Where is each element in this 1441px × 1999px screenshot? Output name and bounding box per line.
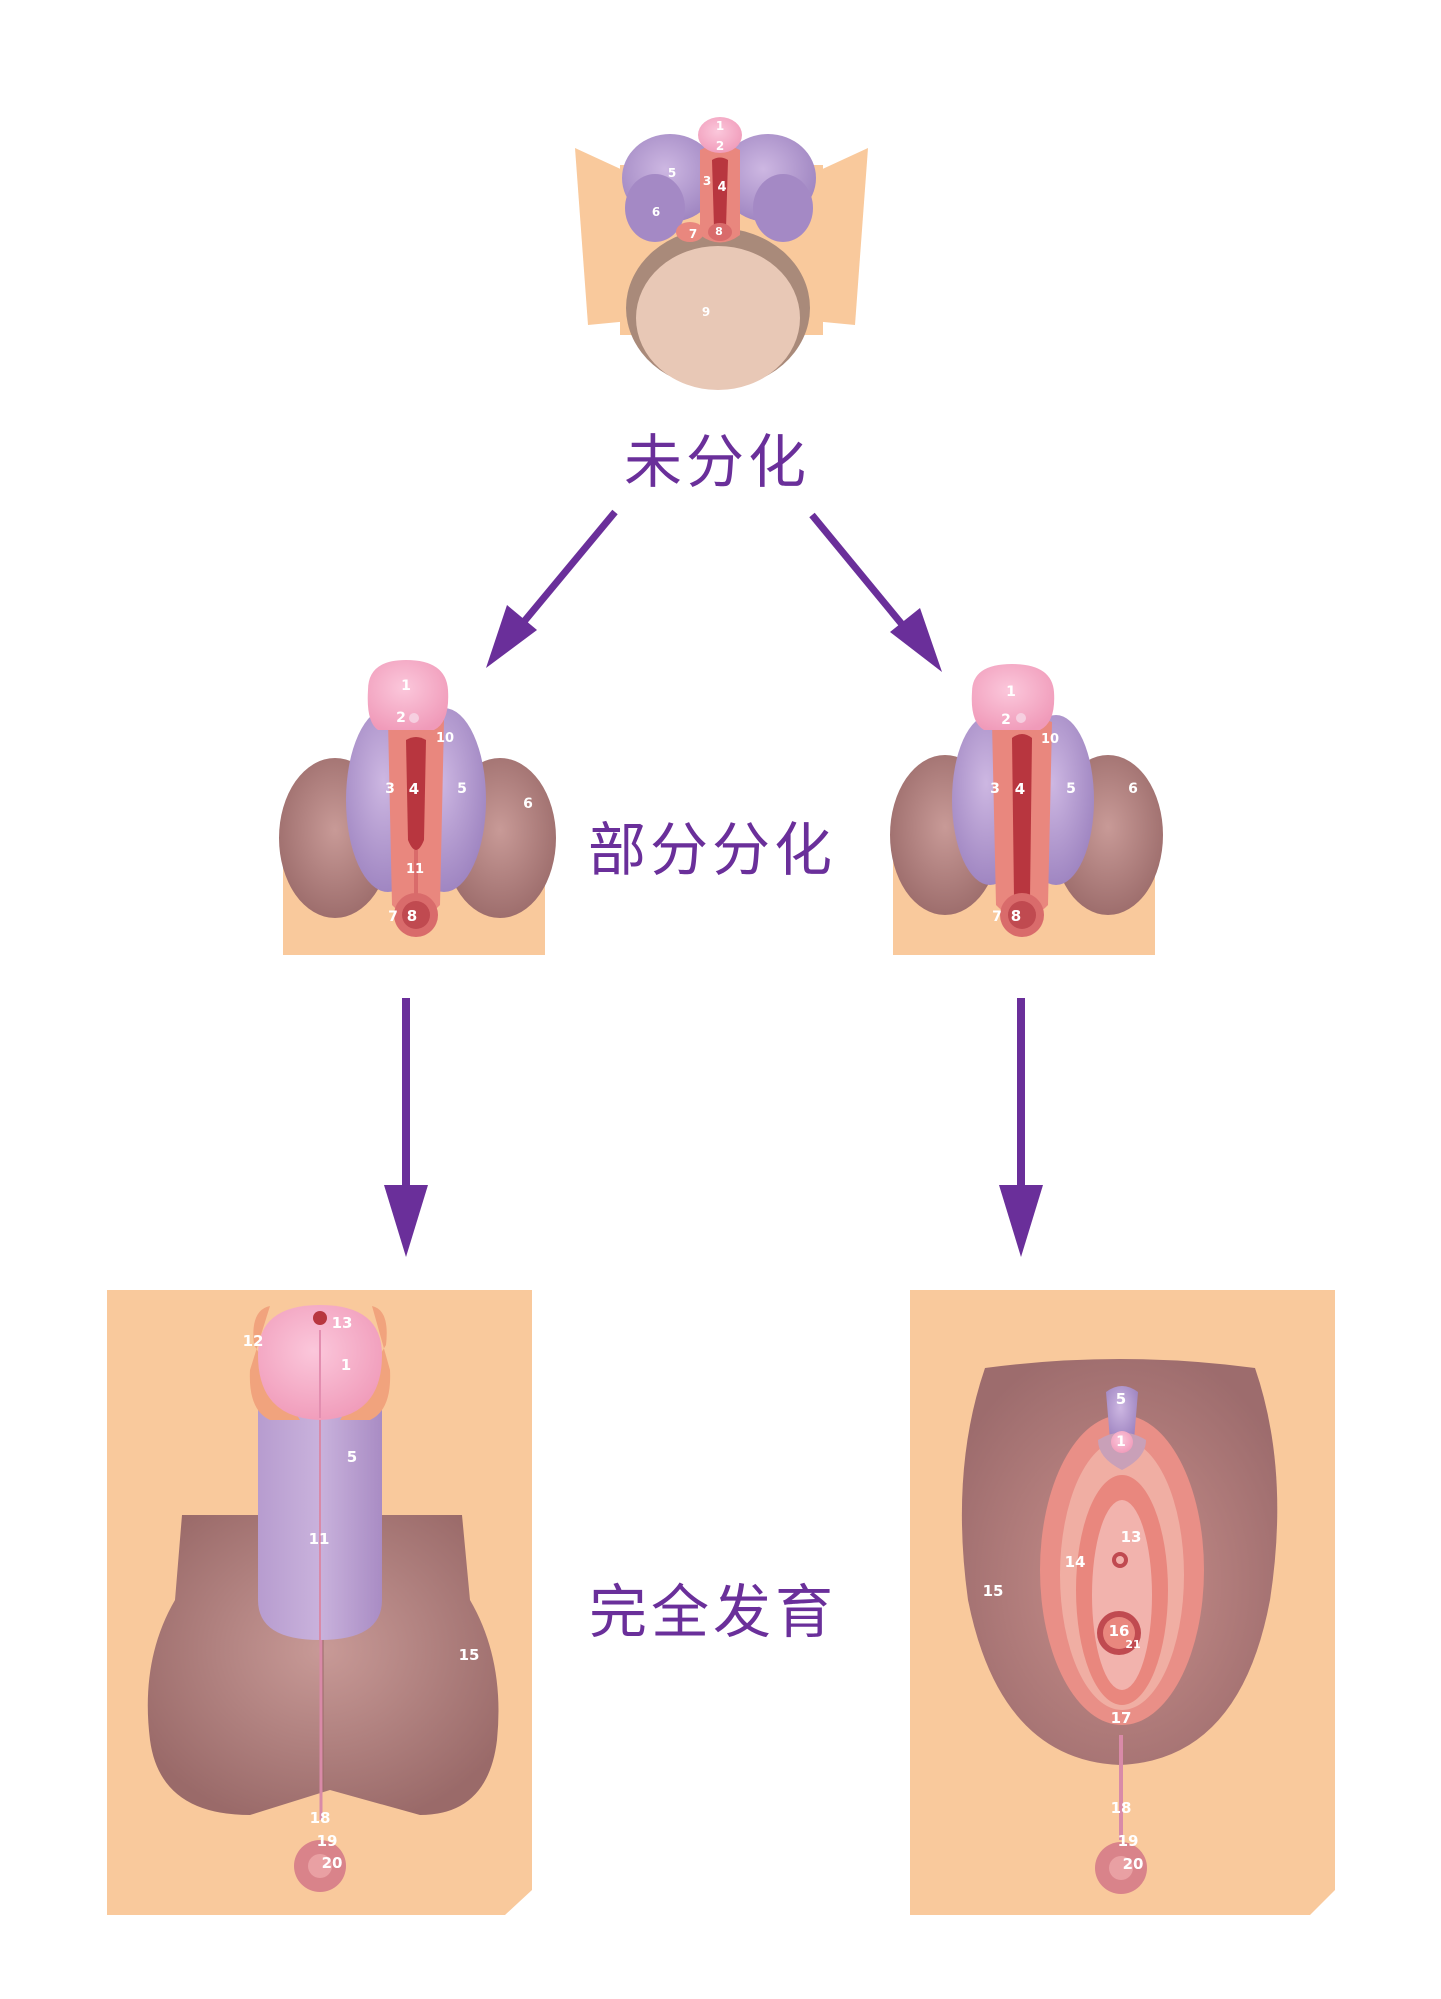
stage-label-undifferentiated: 未分化	[624, 428, 811, 496]
label-top-1: 1	[716, 119, 724, 133]
label-top-3: 3	[703, 174, 711, 188]
label-mr-7: 7	[992, 909, 1002, 925]
label-br-21: 21	[1125, 1638, 1140, 1651]
label-top-6: 6	[652, 205, 660, 219]
label-ml-5: 5	[457, 781, 467, 797]
full-female-illustration: 5 1 13 14 15 16 21 17 18 19 20	[910, 1290, 1335, 1915]
label-bl-15: 15	[459, 1646, 480, 1664]
arrows	[384, 509, 1043, 1257]
arrow-mid-left	[384, 998, 428, 1257]
label-br-20: 20	[1123, 1855, 1144, 1873]
arrow-top-left	[486, 509, 618, 668]
label-ml-10: 10	[436, 731, 454, 746]
label-br-15: 15	[983, 1582, 1004, 1600]
label-mr-5: 5	[1066, 781, 1076, 797]
label-bl-1: 1	[341, 1356, 351, 1374]
label-bl-18: 18	[310, 1809, 331, 1827]
label-bl-11: 11	[309, 1530, 330, 1548]
label-br-5: 5	[1116, 1390, 1126, 1408]
label-bl-20: 20	[322, 1854, 343, 1872]
full-male-illustration: 12 13 1 5 11 15 18 19 20	[107, 1290, 532, 1915]
label-top-5: 5	[668, 166, 676, 180]
label-br-14: 14	[1065, 1553, 1086, 1571]
label-br-16: 16	[1109, 1622, 1130, 1640]
label-bl-13: 13	[332, 1314, 353, 1332]
label-mr-2: 2	[1001, 712, 1011, 728]
label-ml-8: 8	[407, 907, 417, 925]
label-br-1: 1	[1116, 1434, 1126, 1450]
stage-label-partial: 部分分化	[588, 816, 837, 884]
label-ml-3: 3	[385, 781, 395, 797]
label-mr-4: 4	[1015, 780, 1025, 798]
arrow-mid-right	[999, 998, 1043, 1257]
stage-label-full: 完全发育	[589, 1578, 838, 1646]
label-br-17: 17	[1111, 1709, 1132, 1727]
label-top-4: 4	[717, 180, 726, 195]
label-mr-10: 10	[1041, 732, 1059, 747]
label-br-13: 13	[1121, 1528, 1142, 1546]
label-ml-11: 11	[406, 862, 424, 877]
arrow-top-right	[809, 512, 942, 672]
label-bl-12: 12	[243, 1332, 264, 1350]
label-mr-8: 8	[1011, 907, 1021, 925]
label-mr-3: 3	[990, 781, 1000, 797]
label-top-8: 8	[715, 225, 723, 238]
label-mr-1: 1	[1006, 684, 1016, 700]
partial-right-illustration: 1 2 10 3 4 5 6 7 8	[890, 664, 1163, 955]
partial-left-illustration: 1 2 10 3 4 5 6 11 7 8	[279, 660, 556, 955]
label-top-9: 9	[702, 305, 710, 319]
label-br-18: 18	[1111, 1799, 1132, 1817]
label-bl-5: 5	[347, 1448, 357, 1466]
label-bl-19: 19	[317, 1832, 338, 1850]
label-top-7: 7	[689, 227, 697, 241]
label-ml-7: 7	[388, 909, 398, 925]
label-mr-6: 6	[1128, 781, 1138, 797]
label-ml-4: 4	[409, 780, 419, 798]
label-top-2: 2	[716, 139, 724, 153]
label-ml-1: 1	[401, 678, 411, 694]
label-br-19: 19	[1118, 1832, 1139, 1850]
label-ml-2: 2	[396, 710, 406, 726]
undifferentiated-illustration: 1 2 3 4 5 6 7 8 9	[575, 117, 868, 390]
label-ml-6: 6	[523, 796, 533, 812]
